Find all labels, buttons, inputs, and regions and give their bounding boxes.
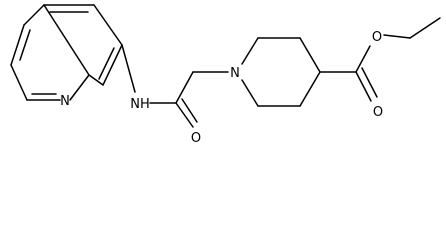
bond	[88, 74, 104, 86]
bond	[10, 64, 28, 101]
atom-labels: N NH O N O O	[60, 30, 383, 146]
bond	[383, 34, 411, 39]
bond	[355, 45, 371, 73]
bond-lines	[10, 4, 441, 128]
amide-nh-label: NH	[130, 97, 150, 112]
carbonyl-oxygen-label: O	[373, 105, 383, 120]
bond	[175, 102, 194, 128]
bond	[69, 74, 90, 101]
bond	[102, 44, 123, 86]
bond	[299, 71, 321, 107]
bond	[299, 37, 321, 73]
amide-oxygen-label: O	[191, 131, 201, 146]
bond	[10, 24, 25, 66]
bond	[355, 71, 372, 102]
quinoline-nitrogen-label: N	[60, 94, 70, 109]
chemical-structure: N NH O N O O	[10, 4, 441, 146]
ester-oxygen-label: O	[372, 30, 382, 45]
double-bond-line	[361, 67, 378, 98]
bond	[241, 79, 259, 107]
bond	[23, 4, 45, 26]
double-bond-line	[98, 47, 115, 80]
double-bond-line	[181, 98, 198, 123]
bond	[241, 37, 259, 65]
bond	[43, 4, 90, 76]
bond	[93, 4, 123, 46]
bond	[121, 44, 136, 93]
piperidine-nitrogen-label: N	[230, 66, 240, 81]
double-bond-line	[19, 29, 31, 61]
bond	[175, 71, 194, 104]
bond	[409, 17, 441, 39]
